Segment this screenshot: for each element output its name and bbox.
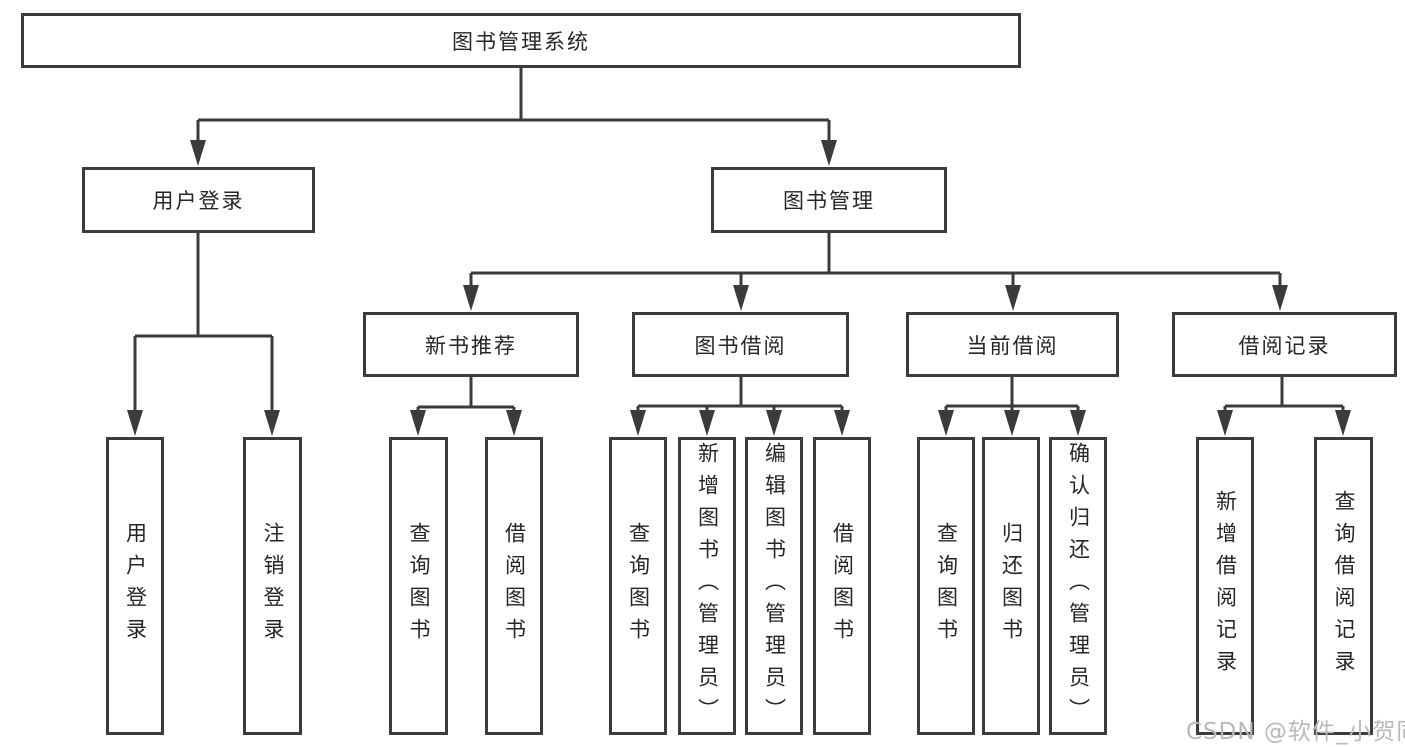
leaf-borrow-borrow-books: 借阅图书	[813, 437, 871, 735]
leaf-borrow-edit-books-admin: 编辑图书（管理员）	[745, 437, 803, 735]
node-borrow-records: 借阅记录	[1172, 312, 1397, 377]
leaf-borrow-query-books: 查询图书	[609, 437, 667, 735]
leaf-current-query-books: 查询图书	[917, 437, 975, 735]
node-user-login: 用户登录	[82, 167, 315, 233]
leaf-recommend-query-books: 查询图书	[389, 437, 448, 735]
leaf-records-query-record: 查询借阅记录	[1314, 437, 1373, 735]
node-new-book-recommend: 新书推荐	[363, 312, 579, 377]
leaf-current-return-books: 归还图书	[982, 437, 1040, 735]
arrowheads	[127, 140, 1351, 436]
node-book-borrow: 图书借阅	[632, 312, 849, 377]
csdn-watermark: CSDN @软件_小贺同学	[1186, 719, 1405, 745]
leaf-current-confirm-return-admin: 确认归还（管理员）	[1049, 437, 1107, 735]
node-book-management: 图书管理	[711, 167, 947, 233]
leaf-recommend-borrow-books: 借阅图书	[485, 437, 543, 735]
node-current-borrow: 当前借阅	[906, 312, 1119, 377]
leaf-borrow-add-books-admin: 新增图书（管理员）	[678, 437, 736, 735]
leaf-logout: 注销登录	[243, 437, 302, 735]
leaf-user-login: 用户登录	[106, 437, 164, 735]
node-root: 图书管理系统	[21, 13, 1021, 68]
leaf-records-add-record: 新增借阅记录	[1196, 437, 1254, 735]
